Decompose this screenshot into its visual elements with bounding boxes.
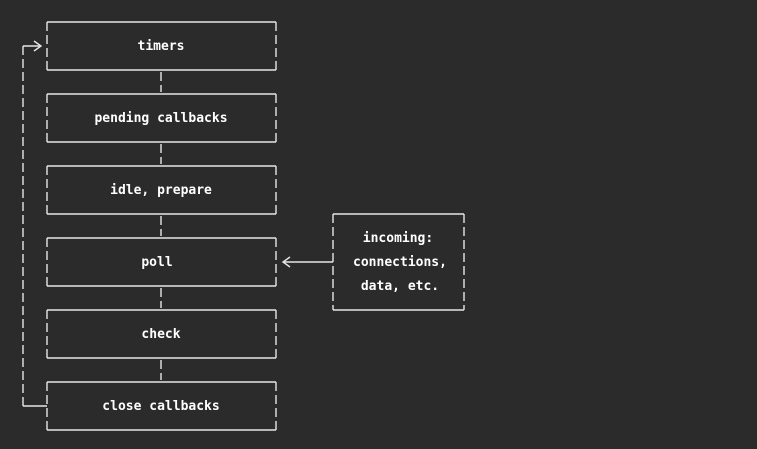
phase-label-timers: timers [138,39,185,54]
phase-box-poll: poll [46,237,277,287]
phase-box-idle-prepare: idle, prepare [46,165,277,215]
phase-box-pending-callbacks: pending callbacks [46,93,277,143]
phase-box-close-callbacks: close callbacks [46,381,277,431]
incoming-line-1: incoming: [363,231,433,246]
incoming-box: incoming: connections, data, etc. [332,213,465,311]
phase-box-check: check [46,309,277,359]
incoming-to-poll-arrow [281,256,333,268]
phase-label-idle-prepare: idle, prepare [110,183,212,198]
phase-label-check: check [141,327,180,342]
phase-box-timers: timers [46,21,277,71]
phase-label-close-callbacks: close callbacks [102,399,219,414]
phase-label-poll: poll [141,255,172,270]
phase-label-pending-callbacks: pending callbacks [94,111,227,126]
loop-back-arrow [22,40,47,407]
incoming-line-3: data, etc. [361,279,439,294]
incoming-line-2: connections, [353,255,447,270]
